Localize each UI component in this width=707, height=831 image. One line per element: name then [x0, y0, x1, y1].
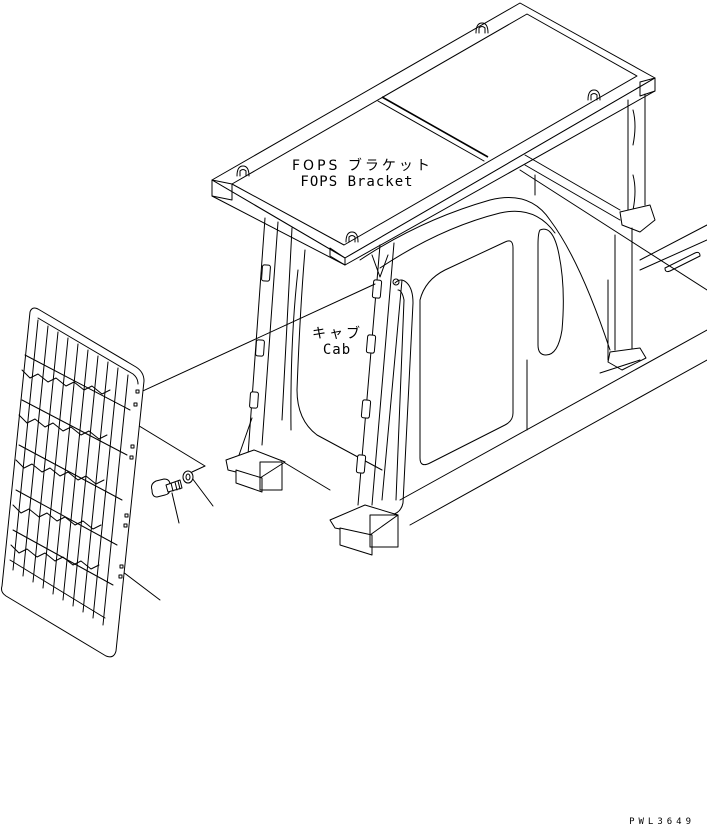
bolt — [152, 479, 183, 497]
fops-bracket-frame — [212, 3, 655, 265]
cab-label-en: Cab — [322, 342, 352, 358]
figure-id: PWL3649 — [629, 817, 695, 827]
fops-bracket-label-en: FOPS Bracket — [300, 174, 414, 190]
cross-beam — [525, 155, 620, 220]
cab-body — [280, 170, 707, 525]
fops-guard-grille — [2, 308, 145, 657]
cab-label-jp: キャブ — [312, 326, 363, 342]
washer — [183, 471, 193, 483]
cab-label: キャブ Cab — [312, 326, 362, 358]
fops-bracket-label-jp: FOPS ブラケット — [292, 158, 433, 174]
rear-post — [608, 94, 655, 370]
fops-bracket-label: FOPS ブラケット FOPS Bracket — [292, 158, 433, 190]
left-rear-post — [226, 218, 292, 492]
front-post — [330, 243, 413, 555]
